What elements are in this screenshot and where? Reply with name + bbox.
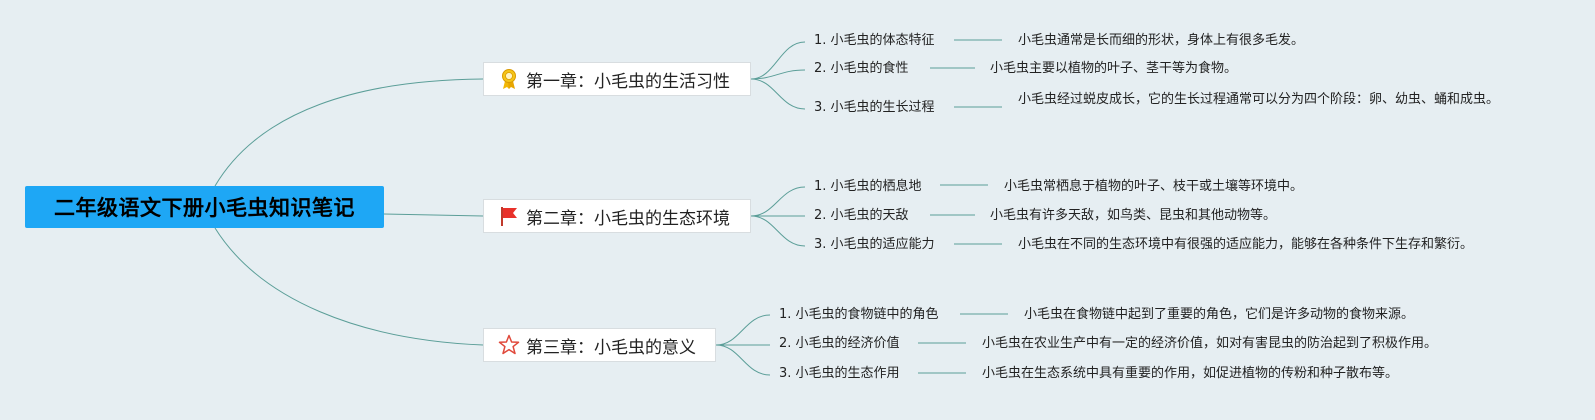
award-ribbon-icon — [498, 68, 520, 90]
chapter-1-item-3-detail[interactable]: 小毛虫经过蜕皮成长，它的生长过程通常可以分为四个阶段：卵、幼虫、蛹和成虫。 — [1018, 92, 1500, 107]
chapter-2-item-3-detail[interactable]: 小毛虫在不同的生态环境中有很强的适应能力，能够在各种条件下生存和繁衍。 — [1018, 237, 1474, 252]
chapter-2-item-2-detail[interactable]: 小毛虫有许多天敌，如鸟类、昆虫和其他动物等。 — [990, 208, 1277, 223]
chapter-1-item-3[interactable]: 3. 小毛虫的生长过程 — [814, 100, 935, 115]
chapter-2-title: 第二章：小毛虫的生态环境 — [526, 208, 730, 229]
chapter-3-item-3-detail[interactable]: 小毛虫在生态系统中具有重要的作用，如促进植物的传粉和种子散布等。 — [982, 366, 1399, 381]
chapter-3-topic[interactable]: 第三章：小毛虫的意义 — [483, 328, 716, 362]
chapter-1-item-1-detail[interactable]: 小毛虫通常是长而细的形状，身体上有很多毛发。 — [1018, 33, 1305, 48]
chapter-1-title: 第一章：小毛虫的生活习性 — [526, 71, 730, 92]
chapter-3-item-1[interactable]: 1. 小毛虫的食物链中的角色 — [779, 307, 939, 322]
chapter-3-item-2-detail[interactable]: 小毛虫在农业生产中有一定的经济价值，如对有害昆虫的防治起到了积极作用。 — [982, 336, 1438, 351]
chapter-2-item-3[interactable]: 3. 小毛虫的适应能力 — [814, 237, 935, 252]
chapter-3-title: 第三章：小毛虫的意义 — [526, 337, 696, 358]
chapter-2-item-2[interactable]: 2. 小毛虫的天敌 — [814, 208, 909, 223]
chapter-2-topic[interactable]: 第二章：小毛虫的生态环境 — [483, 199, 751, 233]
root-title: 二年级语文下册小毛虫知识笔记 — [54, 196, 355, 220]
chapter-3-item-1-detail[interactable]: 小毛虫在食物链中起到了重要的角色，它们是许多动物的食物来源。 — [1024, 307, 1415, 322]
chapter-1-item-1[interactable]: 1. 小毛虫的体态特征 — [814, 33, 935, 48]
red-flag-icon — [498, 205, 520, 227]
chapter-1-item-2[interactable]: 2. 小毛虫的食性 — [814, 61, 909, 76]
root-topic[interactable]: 二年级语文下册小毛虫知识笔记 — [25, 186, 384, 228]
chapter-3-item-2[interactable]: 2. 小毛虫的经济价值 — [779, 336, 900, 351]
chapter-1-topic[interactable]: 第一章：小毛虫的生活习性 — [483, 62, 751, 96]
chapter-2-item-1-detail[interactable]: 小毛虫常栖息于植物的叶子、枝干或土壤等环境中。 — [1004, 179, 1304, 194]
chapter-2-item-1[interactable]: 1. 小毛虫的栖息地 — [814, 179, 922, 194]
chapter-1-item-2-detail[interactable]: 小毛虫主要以植物的叶子、茎干等为食物。 — [990, 61, 1238, 76]
chapter-3-item-3[interactable]: 3. 小毛虫的生态作用 — [779, 366, 900, 381]
star-outline-icon — [498, 334, 520, 356]
